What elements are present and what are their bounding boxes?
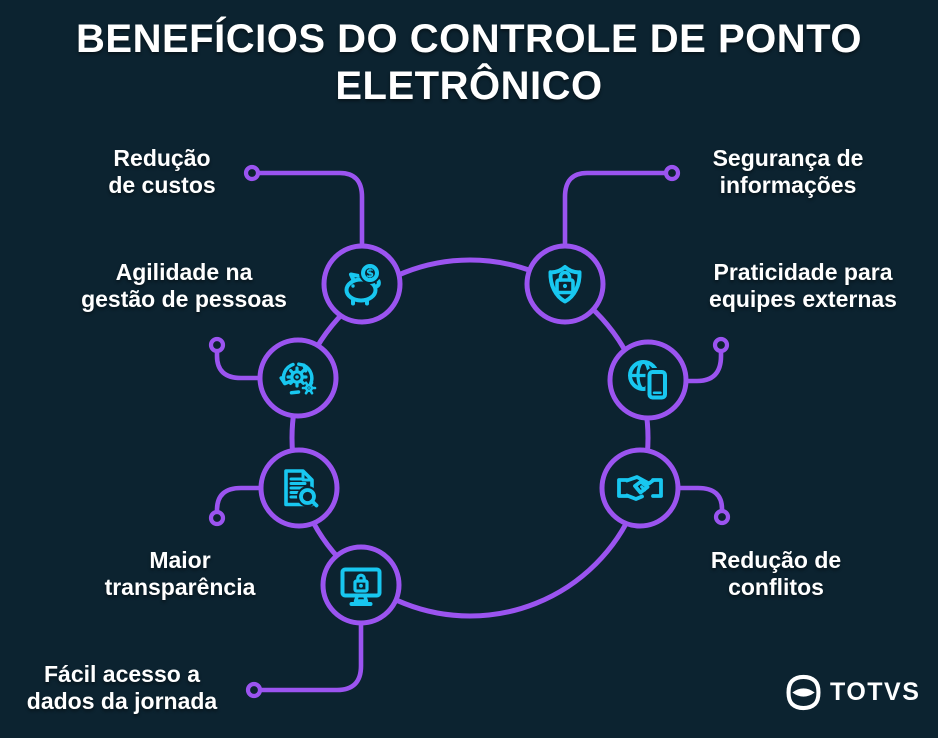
totvs-logo-icon xyxy=(786,674,821,711)
dot-reducao-custos xyxy=(243,164,261,182)
dot-agilidade xyxy=(208,336,226,354)
totvs-logo-text: TOTVS xyxy=(830,678,921,706)
main-ring xyxy=(289,257,651,619)
dot-transparencia xyxy=(208,509,226,527)
connector-agilidade xyxy=(214,346,264,381)
globe-smartphone-icon xyxy=(628,360,669,402)
benefit-label-facil-acesso-dados: Fácil acesso a dados da jornada xyxy=(26,661,218,714)
benefit-label-agilidade-na-gestao: Agilidade na gestão de pessoas xyxy=(81,259,287,312)
coin-dollar-glyph: $ xyxy=(366,266,374,280)
node-circle-reducao-custos xyxy=(321,243,403,325)
benefit-label-seguranca-de-informacoes: Segurança de informações xyxy=(712,145,864,198)
connector-praticidade xyxy=(684,346,724,384)
benefit-nodes xyxy=(257,243,689,626)
dot-facil-acesso xyxy=(245,681,263,699)
document-search-icon xyxy=(284,469,319,508)
handshake-icon xyxy=(617,475,663,501)
benefit-label-reducao-de-conflitos: Redução de conflitos xyxy=(710,547,842,600)
dot-seguranca xyxy=(663,164,681,182)
monitor-lock-icon xyxy=(340,567,382,606)
connector-facil-acesso xyxy=(256,619,364,693)
connector-conflitos xyxy=(676,485,725,516)
benefit-label-reducao-de-custos: Redução de custos xyxy=(108,145,216,198)
node-circle-conflitos xyxy=(599,447,681,529)
gears-process-icon xyxy=(279,362,317,395)
benefit-label-maior-transparencia: Maior transparência xyxy=(104,547,256,600)
benefit-label-praticidade-equipes-externas: Praticidade para equipes externas xyxy=(709,259,897,312)
connector-seguranca xyxy=(562,170,675,250)
page-title-line1: BENEFÍCIOS DO CONTROLE DE PONTO xyxy=(76,17,862,61)
connector-transparencia xyxy=(214,485,265,517)
dot-conflitos xyxy=(713,508,731,526)
page-title: BENEFÍCIOS DO CONTROLE DE PONTO ELETRÔNI… xyxy=(0,16,938,110)
page-title-line2: ELETRÔNICO xyxy=(335,64,603,108)
piggy-bank-savings-icon: $ xyxy=(344,262,381,306)
connector-dots xyxy=(208,164,731,699)
shield-lock-icon xyxy=(548,265,582,304)
totvs-logo: TOTVS xyxy=(786,674,920,711)
dot-praticidade xyxy=(712,336,730,354)
connector-reducao-custos xyxy=(249,170,365,250)
